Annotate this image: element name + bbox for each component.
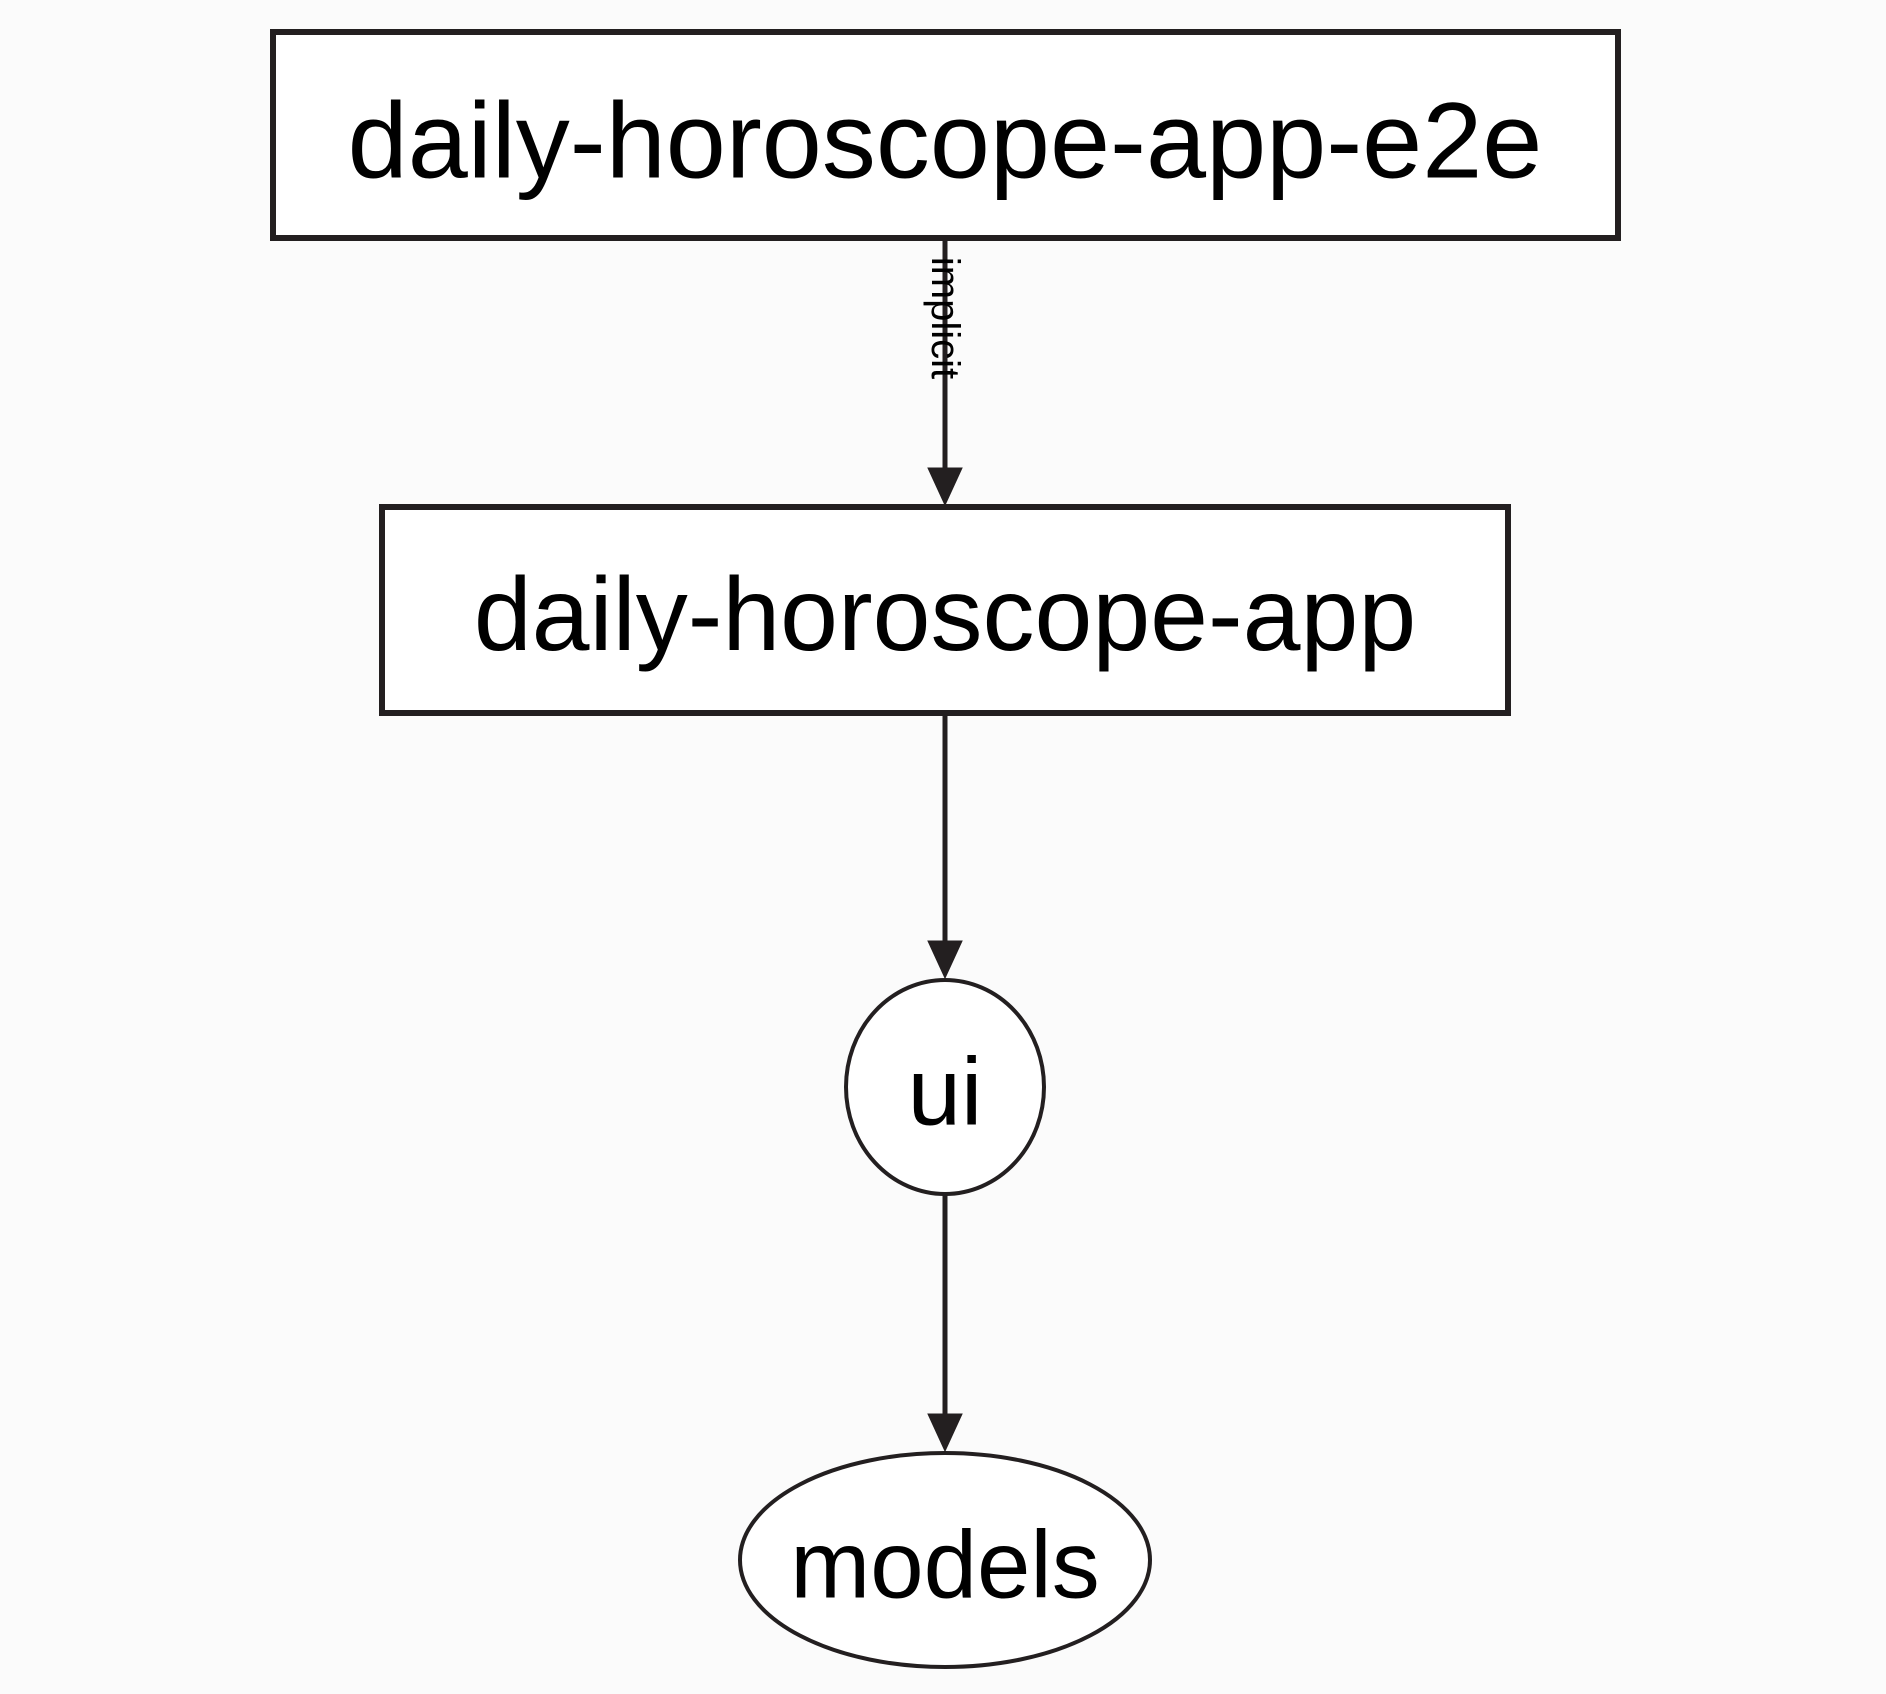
node-circle bbox=[844, 978, 1046, 1196]
node-label: daily-horoscope-app-e2e bbox=[348, 80, 1543, 201]
node-ellipse bbox=[738, 1451, 1152, 1669]
arrowhead-icon bbox=[927, 467, 963, 507]
node-rect bbox=[270, 29, 1621, 241]
arrowhead-icon bbox=[927, 1413, 963, 1453]
node-label: models bbox=[790, 1512, 1099, 1619]
edge-label-implicit: implicit bbox=[923, 257, 967, 379]
edge-ui-to-models[interactable] bbox=[927, 1194, 963, 1453]
arrowhead-icon bbox=[927, 940, 963, 980]
edge-app-to-ui[interactable] bbox=[927, 713, 963, 980]
edge-e2e-to-app[interactable]: implicit bbox=[923, 238, 967, 507]
node-daily-horoscope-app-e2e[interactable]: daily-horoscope-app-e2e bbox=[270, 29, 1621, 241]
node-rect bbox=[379, 504, 1511, 716]
node-models[interactable]: models bbox=[738, 1451, 1152, 1669]
node-ui[interactable]: ui bbox=[844, 978, 1046, 1196]
node-label: daily-horoscope-app bbox=[474, 557, 1416, 673]
node-daily-horoscope-app[interactable]: daily-horoscope-app bbox=[379, 504, 1511, 716]
node-label: ui bbox=[908, 1039, 983, 1146]
